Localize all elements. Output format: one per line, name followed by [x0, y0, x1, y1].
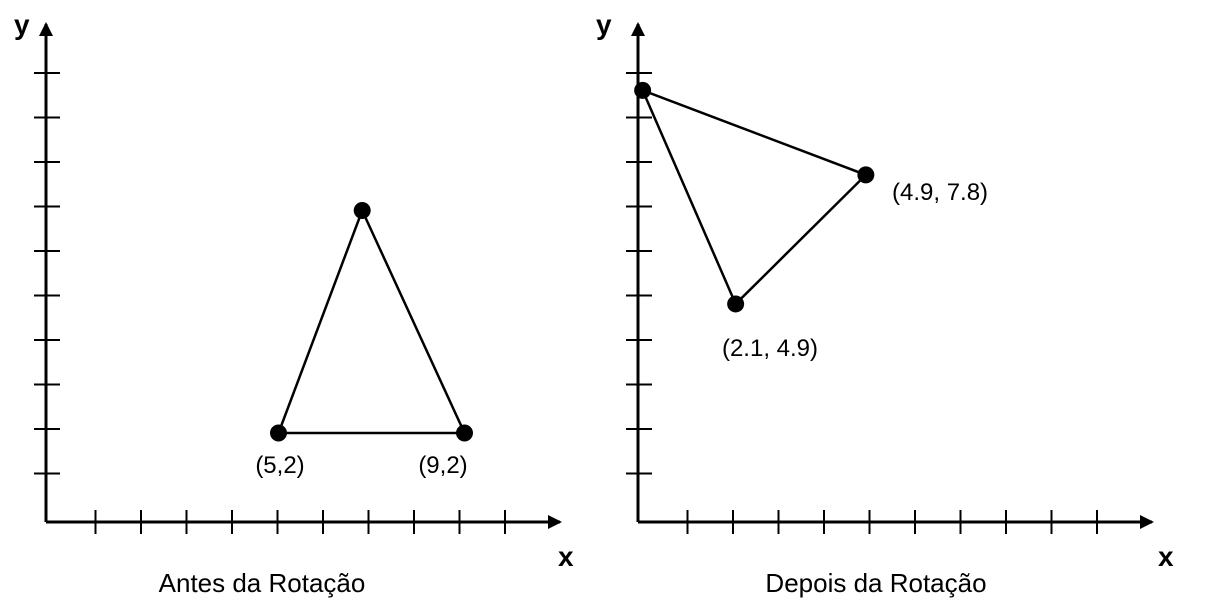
point-label: (9,2): [418, 452, 467, 479]
panel-before-rotation: y x (5,2) (9,2) Antes da Rotação: [14, 9, 574, 598]
x-axis-label: x: [558, 541, 574, 572]
vertex-point: [727, 295, 745, 313]
axis-ticks: [34, 72, 506, 534]
panel-after-rotation: y x (2.1, 4.9) (4.9, 7.8) Depois da Rota…: [596, 9, 1174, 598]
panel-caption: Depois da Rotação: [765, 568, 986, 598]
vertex-point: [634, 81, 652, 99]
vertex-point: [857, 166, 875, 184]
point-label: (2.1, 4.9): [722, 335, 818, 362]
triangle: [640, 88, 869, 307]
y-axis-label: y: [596, 9, 612, 40]
vertex-point: [353, 202, 371, 219]
y-axis-label: y: [14, 9, 30, 40]
point-label: (4.9, 7.8): [892, 179, 988, 206]
point-label: (5,2): [255, 452, 304, 479]
triangle-vertices: [270, 202, 473, 442]
panel-caption: Antes da Rotação: [159, 568, 366, 598]
axis-ticks: [626, 72, 1098, 534]
vertex-point: [270, 424, 287, 442]
triangle: [276, 207, 467, 435]
vertex-point: [456, 424, 473, 442]
triangle-vertices: [634, 81, 875, 313]
x-axis-label: x: [1158, 541, 1174, 572]
